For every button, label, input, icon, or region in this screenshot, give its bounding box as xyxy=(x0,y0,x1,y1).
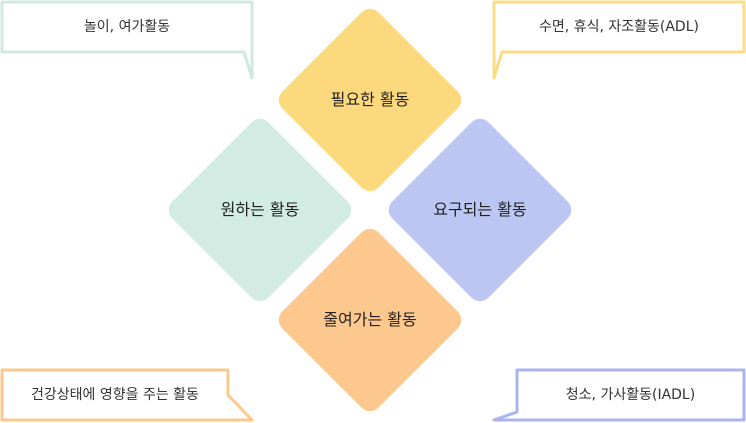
diamond-top-label: 필요한 활동 xyxy=(330,90,410,109)
callout-frame-bottom-left xyxy=(0,368,254,422)
callout-frame-top-left xyxy=(0,0,254,80)
callout-top-right: 수면, 휴식, 자조활동(ADL) xyxy=(539,19,699,35)
callout-frame-top-right xyxy=(492,0,746,80)
callout-frame-bottom-right xyxy=(492,368,746,422)
callout-bottom-left: 건강상태에 영향을 주는 활동 xyxy=(31,387,199,403)
callout-top-left: 놀이, 여가활동 xyxy=(83,19,171,35)
diamond-left-label: 원하는 활동 xyxy=(220,200,300,219)
callout-bottom-right: 청소, 가사활동(IADL) xyxy=(565,387,696,403)
diamond-right-label: 요구되는 활동 xyxy=(433,200,527,219)
diamond-bottom-label: 줄여가는 활동 xyxy=(323,310,417,329)
